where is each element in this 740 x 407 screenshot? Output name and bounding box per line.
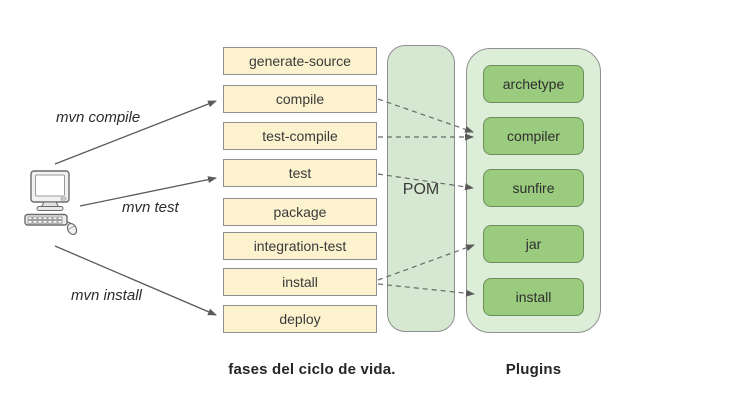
phase-box-test-compile: test-compile (223, 122, 377, 150)
plugin-box-sunfire: sunfire (483, 169, 584, 207)
plugin-box-compiler: compiler (483, 117, 584, 155)
arrow-mvn-install (54, 245, 217, 316)
phase-box-deploy: deploy (223, 305, 377, 333)
label-mvn-install: mvn install (71, 287, 142, 304)
plugin-box-jar: jar (483, 225, 584, 263)
plugins-caption: Plugins (505, 361, 562, 378)
label-mvn-compile: mvn compile (56, 109, 141, 126)
phase-box-install: install (223, 268, 377, 296)
phase-box-package: package (223, 198, 377, 226)
plugin-box-archetype: archetype (483, 65, 584, 103)
pom-label: POM (402, 181, 440, 198)
phase-box-test: test (223, 159, 377, 187)
phases-caption: fases del ciclo de vida. (228, 361, 396, 378)
desktop-computer-icon (24, 170, 78, 236)
plugin-box-install: install (483, 278, 584, 316)
phase-box-generate-source: generate-source (223, 47, 377, 75)
label-mvn-test: mvn test (122, 199, 179, 216)
phase-box-compile: compile (223, 85, 377, 113)
phase-box-integration-test: integration-test (223, 232, 377, 260)
